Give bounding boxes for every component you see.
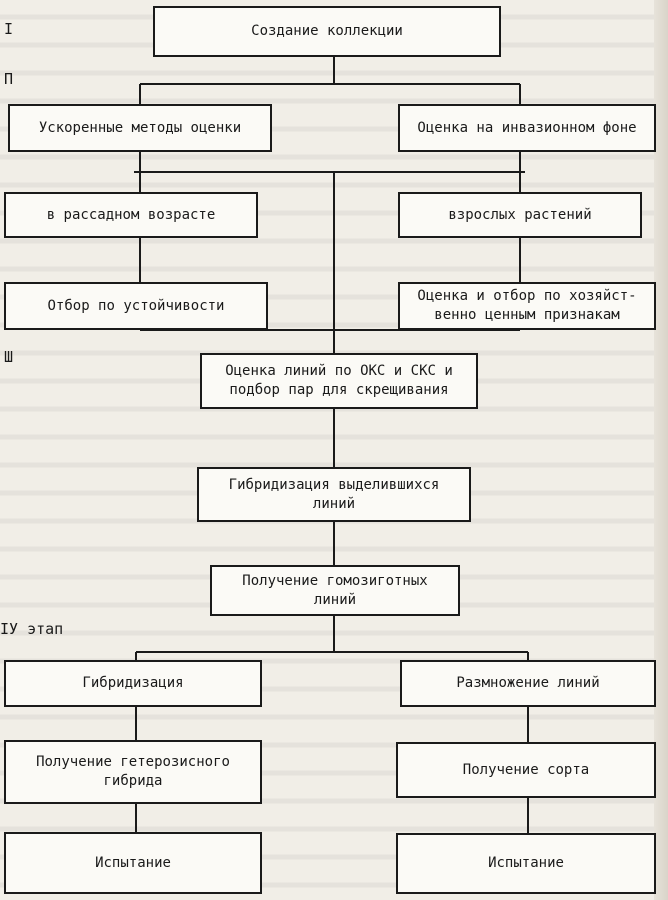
box-seedling-label: в рассадном возрасте — [46, 206, 216, 223]
box-variety-label: Получение сорта — [462, 761, 590, 778]
box-adult-label: взрослых растений — [448, 206, 592, 223]
box-resistance: Отбор по устойчивости — [4, 282, 268, 330]
box-hybridization-lines-label: Гибридизация выделившихся линий — [228, 476, 440, 512]
box-invasion-label: Оценка на инвазионном фоне — [417, 119, 637, 136]
box-hybridization: Гибридизация — [4, 660, 262, 707]
box-seedling: в рассадном возрасте — [4, 192, 258, 238]
box-collection-label: Создание коллекции — [251, 23, 403, 39]
box-resistance-label: Отбор по устойчивости — [47, 297, 225, 314]
box-hybridization-lines: Гибридизация выделившихся линий — [197, 467, 471, 522]
box-invasion: Оценка на инвазионном фоне — [398, 104, 656, 152]
stage-label-2: П — [4, 70, 14, 88]
box-propagation: Размножение линий — [400, 660, 656, 707]
box-heterotic-hybrid: Получение гетерозисного гибрида — [4, 740, 262, 804]
box-test-right: Испытание — [396, 833, 656, 894]
box-economic-label: Оценка и отбор по хозяйст- венно ценным … — [417, 288, 637, 323]
box-adult: взрослых растений — [398, 192, 642, 238]
stage-label-1: I — [4, 20, 14, 38]
box-economic: Оценка и отбор по хозяйст- венно ценным … — [398, 282, 656, 330]
box-propagation-label: Размножение линий — [456, 675, 600, 691]
box-collection: Создание коллекции — [153, 6, 501, 57]
box-fast-methods-label: Ускоренные методы оценки — [38, 119, 242, 136]
box-test-left-label: Испытание — [95, 854, 171, 871]
page-edge — [654, 0, 668, 900]
box-homozygous-label: Получение гомозиготных линий — [242, 572, 428, 608]
box-test-right-label: Испытание — [488, 855, 564, 871]
box-heterotic-hybrid-label: Получение гетерозисного гибрида — [36, 754, 230, 789]
box-test-left: Испытание — [4, 832, 262, 894]
box-homozygous: Получение гомозиготных линий — [210, 565, 460, 616]
box-lines-evaluation: Оценка линий по ОКС и СКС и подбор пар д… — [200, 353, 478, 409]
box-fast-methods: Ускоренные методы оценки — [8, 104, 272, 152]
box-variety: Получение сорта — [396, 742, 656, 798]
stage-label-3: Ш — [4, 348, 14, 366]
stage-label-4: IУ этап — [0, 620, 64, 638]
box-lines-evaluation-label: Оценка линий по ОКС и СКС и подбор пар д… — [225, 363, 453, 398]
box-hybridization-label: Гибридизация — [82, 675, 184, 691]
